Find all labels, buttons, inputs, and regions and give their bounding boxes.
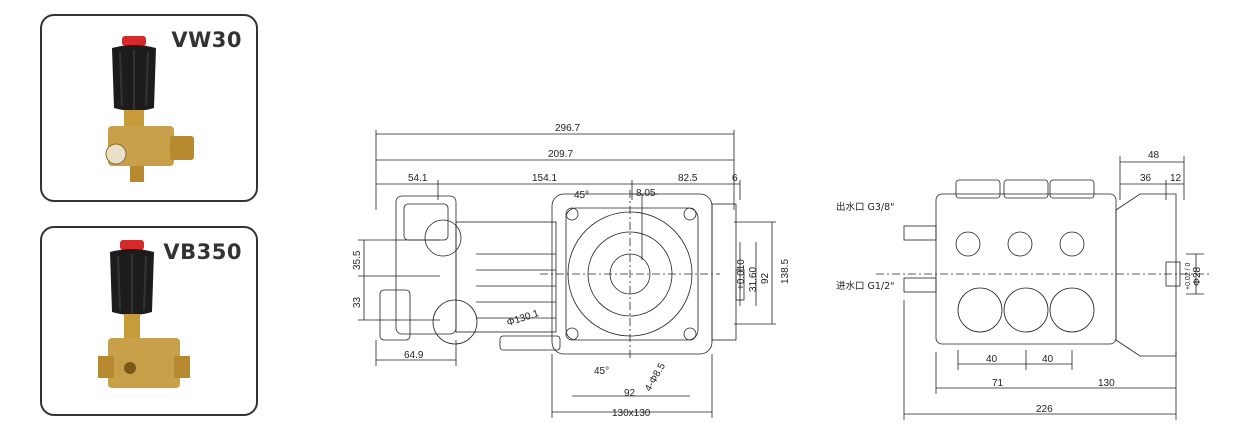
vw30-valve-image	[105, 36, 194, 182]
valve-model-label: VW30	[171, 28, 242, 52]
angle-bottom: 45°	[594, 366, 609, 377]
dim-130: 130	[1098, 378, 1115, 389]
angle-top: 45°	[574, 190, 589, 201]
dim-31-60: 31.60	[748, 267, 759, 292]
valve-card-vb350: VB350	[40, 226, 258, 416]
dim-36: 36	[1140, 173, 1152, 184]
dim-tolerance: +0.010	[736, 259, 747, 290]
dim-shaft-tolerance: +0.02 / 0	[1185, 262, 1192, 290]
dim-12: 12	[1170, 173, 1182, 184]
inlet-label: 进水口 G1/2"	[836, 280, 895, 292]
dim-92-horizontal: 92	[624, 388, 636, 399]
dim-54-1: 54.1	[408, 173, 428, 184]
dim-6: 6	[732, 173, 738, 184]
dim-8-05: 8.05	[636, 188, 656, 199]
valve-card-vw30: VW30	[40, 14, 258, 202]
dim-82-5: 82.5	[678, 173, 698, 184]
dim-71: 71	[992, 378, 1004, 389]
dim-40-left: 40	[986, 354, 998, 365]
dim-296-7: 296.7	[555, 123, 580, 134]
dim-64-9: 64.9	[404, 350, 424, 361]
dim-154-1: 154.1	[532, 173, 557, 184]
valve-model-label: VB350	[163, 240, 242, 264]
dim-130x130: 130x130	[612, 408, 651, 419]
dim-48: 48	[1148, 150, 1160, 161]
dim-40-right: 40	[1042, 354, 1054, 365]
dim-phi130: Φ130.1	[506, 308, 541, 329]
dim-35-5: 35.5	[352, 250, 363, 270]
dim-92-vertical: 92	[760, 272, 771, 284]
dim-209-7: 209.7	[548, 149, 573, 160]
vb350-valve-image	[98, 240, 190, 388]
dim-138-5: 138.5	[780, 259, 791, 284]
dim-226: 226	[1036, 404, 1053, 415]
dim-phi28: Φ28	[1192, 266, 1203, 286]
dim-holes: 4-Φ8.5	[643, 361, 668, 394]
dim-33: 33	[352, 296, 363, 308]
outlet-label: 出水口 G3/8"	[836, 201, 895, 213]
